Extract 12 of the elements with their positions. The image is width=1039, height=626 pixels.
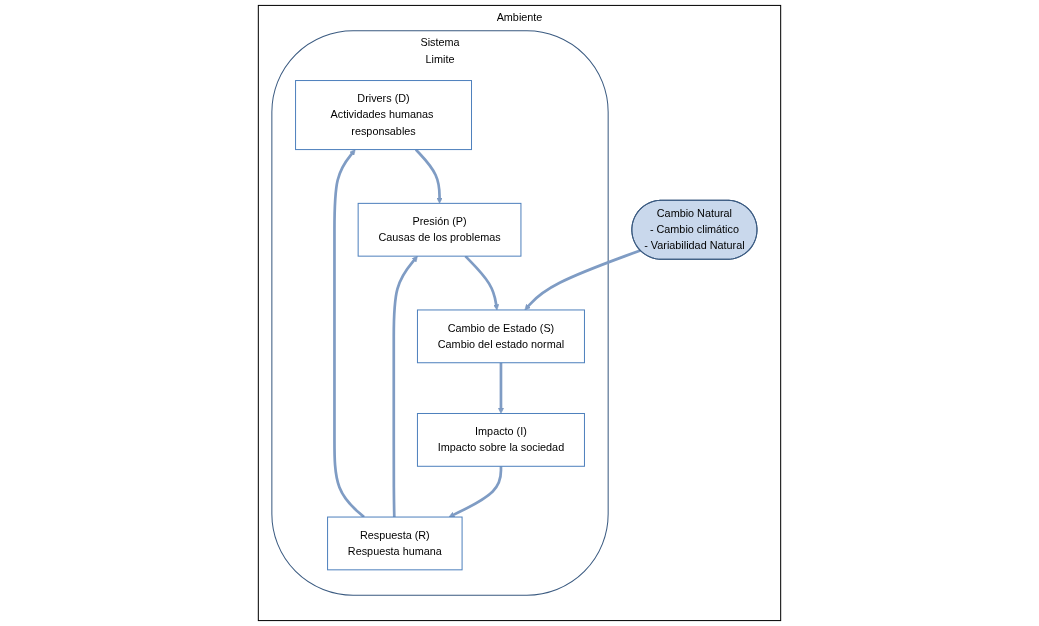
arrow — [524, 249, 641, 311]
arrow — [414, 148, 443, 204]
arrow — [464, 255, 500, 311]
node-box: Drivers (D) Actividades humanas responsables — [295, 80, 472, 151]
arrow — [392, 255, 418, 518]
arrow — [333, 149, 365, 519]
node-box: Respuesta (R) Respuesta humana — [327, 516, 463, 571]
node-box: Presión (P) Causas de los problemas — [357, 202, 522, 257]
node-box: Impacto (I) Impacto sobre la sociedad — [416, 413, 585, 467]
node-box: Cambio de Estado (S) Cambio del estado normal — [416, 309, 585, 364]
arrow — [498, 362, 504, 414]
arrow — [448, 466, 503, 518]
